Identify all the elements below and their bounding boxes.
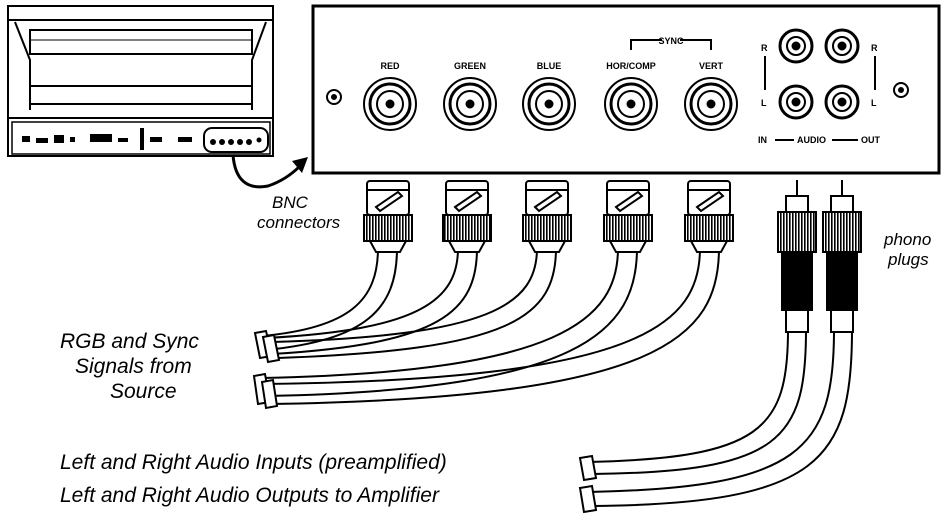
audio-jack-in-l xyxy=(778,84,814,120)
bnc-connector-icon xyxy=(363,180,413,253)
audio-outputs-label: Left and Right Audio Outputs to Amplifie… xyxy=(60,484,439,507)
sync-label: SYNC xyxy=(658,36,684,46)
audio-l-right: L xyxy=(871,98,877,108)
audio-label: AUDIO xyxy=(797,135,826,145)
phono-label-line2: plugs xyxy=(888,250,929,269)
bnc-connector-icon xyxy=(522,180,572,253)
jack-label-hor-comp: HOR/COMP xyxy=(606,61,656,71)
audio-in-label: IN xyxy=(758,135,767,145)
screw-icon xyxy=(326,89,342,105)
jack-label-vert: VERT xyxy=(699,61,724,71)
jack-label-blue: BLUE xyxy=(537,61,562,71)
rgb-cable-bundle xyxy=(261,247,720,405)
audio-r-left: R xyxy=(761,43,768,53)
bnc-jack-blue xyxy=(522,77,576,131)
bnc-connector-icon xyxy=(442,180,492,253)
bnc-jack-vert xyxy=(684,77,738,131)
bnc-jack-green xyxy=(443,77,497,131)
rgb-label-line3: Source xyxy=(110,380,177,403)
audio-jack-out-l xyxy=(824,84,860,120)
audio-cable-bundle xyxy=(587,329,853,507)
bnc-jack-hor-comp xyxy=(604,77,658,131)
phono-label-line1: phono xyxy=(884,230,932,249)
bnc-connector-icon xyxy=(603,180,653,253)
audio-l-left: L xyxy=(761,98,767,108)
rgb-label-line1: RGB and Sync xyxy=(60,330,199,353)
audio-out-label: OUT xyxy=(861,135,881,145)
audio-r-right: R xyxy=(871,43,878,53)
bnc-label-line2: connectors xyxy=(257,213,341,232)
audio-cable-ends xyxy=(578,454,598,514)
jack-label-green: GREEN xyxy=(454,61,486,71)
audio-jack-in-r xyxy=(778,28,814,64)
phono-plug-icon xyxy=(822,180,862,333)
screw-icon xyxy=(893,82,909,98)
bnc-label-line1: BNC xyxy=(272,193,308,212)
jack-label-red: RED xyxy=(380,61,400,71)
sync-bracket xyxy=(630,39,712,50)
audio-jack-out-r xyxy=(824,28,860,64)
projector-rear-icon xyxy=(7,5,274,157)
cable-ends xyxy=(252,329,281,410)
rgb-label-line2: Signals from xyxy=(75,355,192,378)
curved-arrow-icon xyxy=(231,154,308,189)
bnc-connector-icon xyxy=(684,180,734,253)
phono-plug-icon xyxy=(777,180,817,333)
audio-inputs-label: Left and Right Audio Inputs (preamplifie… xyxy=(60,451,447,474)
bnc-jack-red xyxy=(363,77,417,131)
